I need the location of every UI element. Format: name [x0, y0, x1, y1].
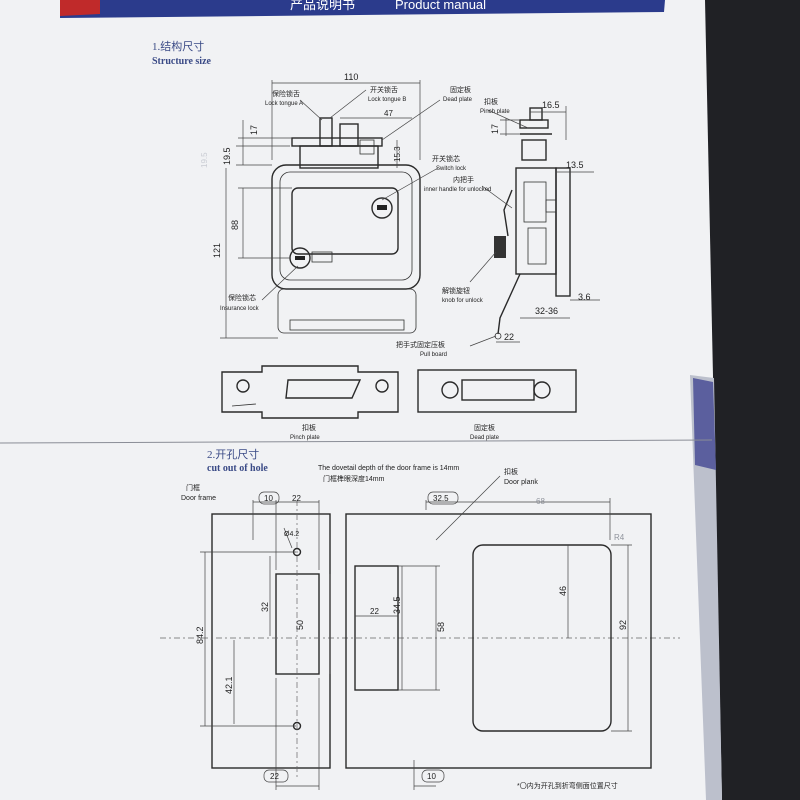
- header-band: [60, 0, 665, 18]
- dim-plank-345: 34.5: [392, 596, 402, 614]
- paper-sheet: [0, 0, 722, 800]
- dim-side-22: 22: [504, 332, 514, 342]
- dim-total-height: 121: [212, 243, 222, 258]
- dim-side-17: 17: [490, 124, 500, 134]
- label-lock-a-en: Lock tongue A: [265, 101, 303, 107]
- section2-title-cn: 2.开孔尺寸: [207, 447, 259, 461]
- plate-pinch-cn: 扣板: [302, 423, 316, 432]
- dim-hole-dia: Ø4.2: [284, 531, 299, 538]
- front-view-drawing: [271, 117, 421, 334]
- label-lock-a-cn: 保险锁舌: [272, 89, 300, 98]
- dim-plank-22: 22: [370, 607, 379, 616]
- plank-bottom-10-box: [421, 769, 445, 783]
- dim-lock-offset: 47: [384, 109, 393, 118]
- dim-plank-r4: R4: [614, 533, 625, 542]
- label-switch-lock-en: Switch lock: [436, 166, 467, 172]
- label-pull-board-cn: 把手式固定压板: [396, 340, 445, 349]
- label-inner-handle-cn: 内把手: [453, 175, 474, 184]
- label-door-frame-en: Door frame: [181, 495, 216, 502]
- dim-side-depth: 13.5: [566, 160, 584, 170]
- plate-dead-cn: 固定板: [474, 423, 495, 432]
- label-lock-b-en: Lock tongue B: [368, 97, 406, 103]
- plate-dead-en: Dead plate: [470, 435, 500, 441]
- dim-switch-offset: 15.3: [393, 146, 402, 162]
- dim-width: 110: [344, 72, 358, 82]
- section1-title-en: Structure size: [152, 56, 212, 67]
- side-view-dimensions: [469, 106, 600, 347]
- label-knob-cn: 解锁旋钮: [442, 286, 470, 295]
- dim-plank-325: 32.5: [433, 494, 449, 503]
- note-dovetail-en: The dovetail depth of the door frame is …: [318, 465, 459, 472]
- label-dead-plate-cn: 固定板: [450, 85, 471, 94]
- dim-plank-46: 46: [558, 586, 568, 596]
- section1-title-cn: 1.结构尺寸: [152, 39, 204, 53]
- dim-frame-421: 42.1: [224, 676, 234, 694]
- label-lock-b-cn: 开关锁舌: [370, 85, 398, 94]
- dim-plank-68: 68: [536, 497, 545, 506]
- front-view-dimensions: [220, 80, 441, 339]
- header-title-cn: 产品说明书: [290, 0, 355, 12]
- dim-plank-58: 58: [436, 622, 446, 632]
- second-sheet-stripe: [693, 378, 716, 470]
- dim-frame-32: 32: [260, 602, 270, 612]
- pinch-plate-drawing: [221, 365, 399, 419]
- label-inner-handle-en: inner handle for unlocked: [424, 187, 491, 193]
- dim-faint-left: 19.5: [200, 152, 209, 168]
- label-pull-board-en: Pull board: [420, 352, 447, 358]
- door-plank-dimensions: [355, 475, 632, 790]
- label-pinch-plate-en: Pinch plate: [480, 109, 510, 115]
- header-red-accent: [60, 0, 100, 16]
- dim-top-offset: 17: [249, 125, 259, 135]
- dim-plank-bottom-10: 10: [427, 772, 436, 781]
- label-door-plank-en: Door plank: [504, 479, 538, 486]
- frame-bottom-22-box: [263, 769, 289, 783]
- header-title-en: Product manual: [395, 0, 486, 12]
- dim-frame-10: 10: [264, 494, 273, 503]
- dim-frame-50: 50: [295, 620, 305, 630]
- dim-plank-92: 92: [618, 620, 628, 630]
- dim-side-range: 32-36: [535, 306, 558, 316]
- label-insurance-lock-cn: 保险锁芯: [228, 293, 256, 302]
- side-view-drawing: [494, 107, 571, 340]
- section-divider: [0, 439, 713, 444]
- label-door-frame-cn: 门框: [186, 483, 200, 492]
- plank-325-box: [427, 491, 459, 505]
- label-dead-plate-en: Dead plate: [443, 97, 473, 103]
- plate-pinch-en: Pinch plate: [290, 435, 320, 441]
- dim-frame-22: 22: [292, 494, 301, 503]
- note-dovetail-cn: 门框榫眼深度14mm: [323, 474, 385, 483]
- footnote: *〇内为开孔到折弯侧面位置尺寸: [517, 781, 618, 790]
- frame-10-box: [258, 491, 280, 505]
- dim-side-36: 3.6: [578, 292, 591, 302]
- label-switch-lock-cn: 开关锁芯: [432, 154, 460, 163]
- dead-plate-drawing: [417, 369, 577, 413]
- second-sheet-edge: [690, 375, 722, 800]
- label-knob-en: knob for unlock: [442, 298, 484, 304]
- dim-handle-height: 88: [230, 220, 240, 230]
- dim-side-top: 16.5: [542, 100, 560, 110]
- door-frame-dimensions: [200, 500, 331, 790]
- section2-title-en: cut out of hole: [207, 463, 268, 474]
- dim-body-height: 19.5: [222, 147, 232, 165]
- door-plank-drawing: [345, 513, 652, 769]
- label-door-plank-cn: 扣板: [504, 467, 518, 476]
- label-insurance-lock-en: Insurance lock: [220, 306, 260, 312]
- label-pinch-plate-cn: 扣板: [484, 97, 498, 106]
- dim-frame-842: 84.2: [195, 626, 205, 644]
- dim-frame-bottom-22: 22: [270, 772, 279, 781]
